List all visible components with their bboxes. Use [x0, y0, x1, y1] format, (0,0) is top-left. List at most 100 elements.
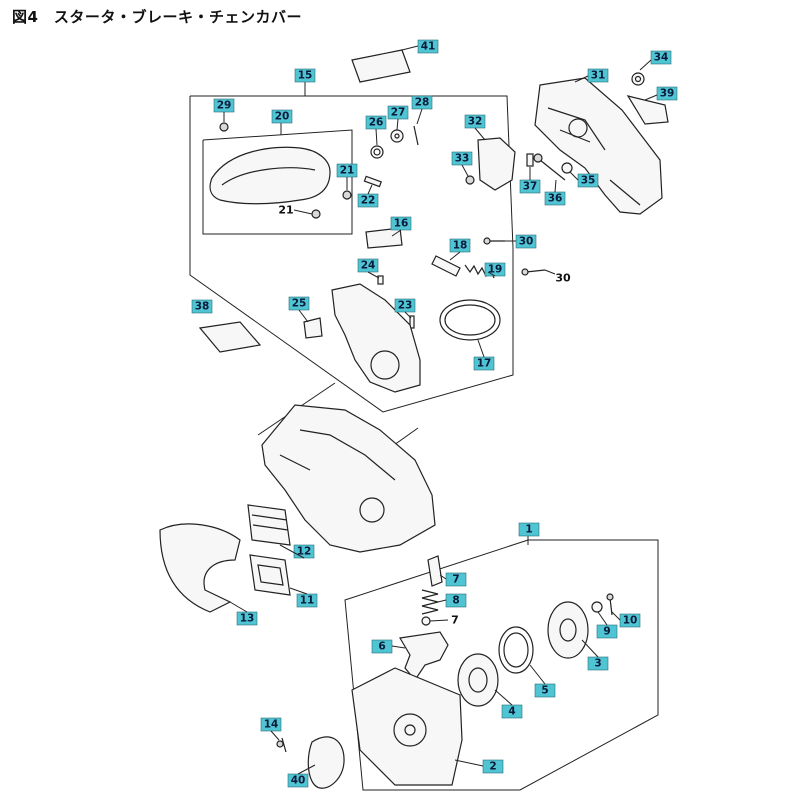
callout-34: 34 — [650, 50, 672, 65]
svg-text:2: 2 — [489, 761, 496, 773]
part-32-plate — [477, 137, 516, 191]
svg-text:40: 40 — [291, 775, 306, 787]
svg-text:29: 29 — [217, 100, 232, 112]
svg-text:37: 37 — [523, 181, 538, 193]
callout-26: 26 — [365, 115, 387, 130]
callout-18: 18 — [449, 238, 471, 253]
part-41-sticker — [351, 45, 419, 83]
label-21b: 21 — [278, 204, 293, 217]
callout-29: 29 — [213, 98, 235, 113]
callout-9: 9 — [596, 624, 618, 639]
label-30b: 30 — [555, 272, 571, 285]
svg-text:20: 20 — [275, 111, 290, 123]
part-9-washer — [591, 601, 603, 613]
part-27-washer — [390, 129, 404, 143]
svg-text:28: 28 — [415, 97, 430, 109]
svg-text:5: 5 — [541, 685, 548, 697]
part-6-handle — [399, 631, 449, 682]
part-12-air-filter — [247, 504, 291, 546]
part-22-pin — [363, 175, 382, 188]
svg-text:15: 15 — [298, 70, 313, 82]
callout-14: 14 — [260, 717, 282, 732]
svg-text:18: 18 — [453, 240, 468, 252]
svg-text:27: 27 — [391, 107, 406, 119]
leader-lines — [223, 59, 658, 775]
part-20-chain-guard — [209, 146, 352, 205]
svg-text:26: 26 — [369, 117, 384, 129]
part-2-starter-housing — [351, 667, 463, 786]
svg-text:21: 21 — [340, 165, 355, 177]
part-36-screw — [533, 153, 566, 181]
svg-text:31: 31 — [591, 70, 606, 82]
callout-10: 10 — [619, 613, 641, 628]
callout-39: 39 — [656, 86, 678, 101]
callout-37: 37 — [519, 179, 541, 194]
svg-text:3: 3 — [594, 658, 601, 670]
callout-13: 13 — [236, 611, 258, 626]
svg-text:30: 30 — [519, 236, 534, 248]
svg-text:16: 16 — [394, 218, 409, 230]
svg-text:34: 34 — [654, 52, 669, 64]
part-38-plate — [198, 321, 262, 353]
callout-17: 17 — [473, 356, 495, 371]
leader-line — [293, 209, 313, 215]
callout-4: 4 — [501, 704, 523, 719]
svg-text:11: 11 — [300, 595, 315, 607]
svg-text:4: 4 — [508, 706, 515, 718]
svg-text:1: 1 — [525, 524, 532, 536]
callout-21a: 21 — [336, 163, 358, 178]
part-34-nut — [631, 72, 645, 86]
callout-27: 27 — [387, 105, 409, 120]
svg-text:6: 6 — [378, 641, 385, 653]
part-37-pin — [526, 153, 534, 167]
callout-1: 1 — [518, 522, 540, 537]
callout-6: 6 — [371, 639, 393, 654]
callout-23: 23 — [394, 298, 416, 313]
part-31-chain-cover — [534, 77, 663, 215]
part-21-nut — [311, 209, 321, 219]
part-10-screw — [606, 593, 614, 616]
part-7-upper-nut — [427, 555, 443, 587]
part-29-screw — [219, 122, 229, 132]
part-30-screw-lower — [521, 268, 546, 276]
svg-text:41: 41 — [421, 41, 436, 53]
part-23-pin — [409, 315, 415, 329]
callout-5: 5 — [534, 683, 556, 698]
part-40-decal — [307, 736, 345, 789]
callout-19: 19 — [484, 262, 506, 277]
part-25-bushing — [303, 317, 323, 339]
callout-2: 2 — [482, 759, 504, 774]
svg-text:10: 10 — [623, 615, 638, 627]
callout-12: 12 — [293, 544, 315, 559]
part-30-screw-upper — [483, 237, 505, 245]
part-crankcase — [261, 404, 436, 553]
part-4-pulley — [457, 653, 499, 707]
callout-33: 33 — [451, 151, 473, 166]
chain-guard-subframe — [202, 122, 353, 235]
part-7-lower-nut — [421, 616, 431, 626]
callout-16: 16 — [390, 216, 412, 231]
part-17-brake-band — [439, 299, 501, 341]
callout-38: 38 — [191, 299, 213, 314]
callout-32: 32 — [464, 114, 486, 129]
part-8-spring — [421, 589, 439, 615]
callout-31: 31 — [587, 68, 609, 83]
part-24-pin — [377, 275, 384, 285]
part-26-spring — [370, 145, 384, 159]
part-11-gasket — [249, 554, 291, 596]
svg-text:35: 35 — [581, 175, 596, 187]
part-16-lever — [365, 227, 403, 249]
callout-40: 40 — [287, 773, 309, 788]
callout-36: 36 — [544, 191, 566, 206]
part-33-screw — [465, 175, 475, 185]
part-18-pin — [431, 255, 461, 277]
svg-text:36: 36 — [548, 193, 563, 205]
svg-text:8: 8 — [452, 595, 459, 607]
svg-text:7: 7 — [452, 574, 459, 586]
callout-22: 22 — [357, 193, 379, 208]
svg-text:19: 19 — [488, 264, 503, 276]
callout-35: 35 — [577, 173, 599, 188]
svg-text:17: 17 — [477, 358, 492, 370]
svg-text:13: 13 — [240, 613, 255, 625]
